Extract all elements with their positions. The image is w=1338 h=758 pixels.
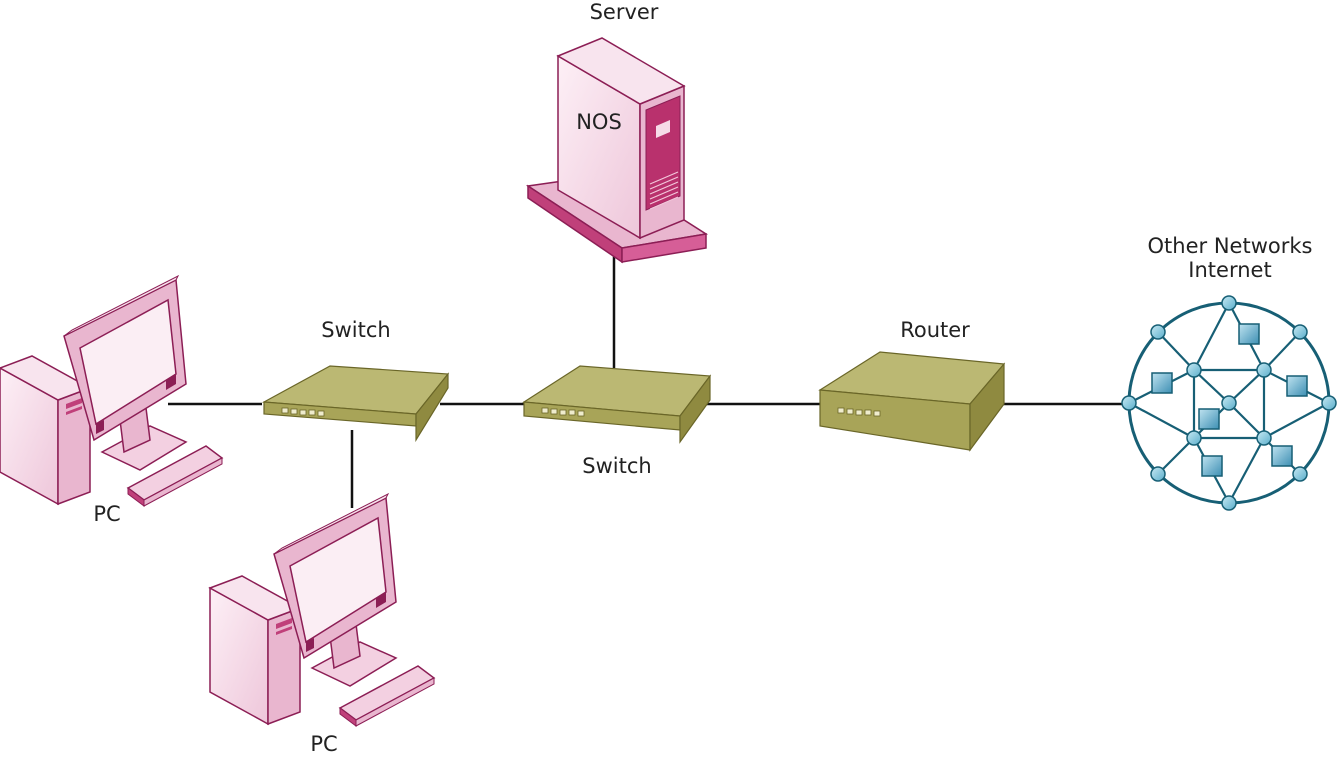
- pc-bottom-device: [208, 492, 436, 727]
- switch-left-label: Switch: [321, 318, 391, 342]
- pc-left-device: [0, 274, 224, 507]
- network-globe: [1121, 295, 1337, 511]
- network-mesh-links: [1128, 302, 1330, 504]
- network-nodes: [1121, 295, 1337, 511]
- pc-bottom-label: PC: [310, 732, 338, 756]
- router-device: [818, 351, 1006, 452]
- router-label: Router: [900, 318, 970, 342]
- network-hosts: [1151, 323, 1308, 477]
- server-screen-text: NOS: [576, 110, 622, 134]
- connections: [168, 250, 1128, 508]
- switch-center-label: Switch: [582, 454, 652, 478]
- network-label-line2: Internet: [1188, 258, 1272, 282]
- switch-left-device: [261, 365, 450, 443]
- network-label-line1: Other Networks: [1147, 234, 1313, 258]
- server-label: Server: [589, 0, 659, 24]
- server-device: [525, 37, 709, 264]
- switch-center-device: [522, 365, 712, 444]
- pc-left-label: PC: [93, 502, 121, 526]
